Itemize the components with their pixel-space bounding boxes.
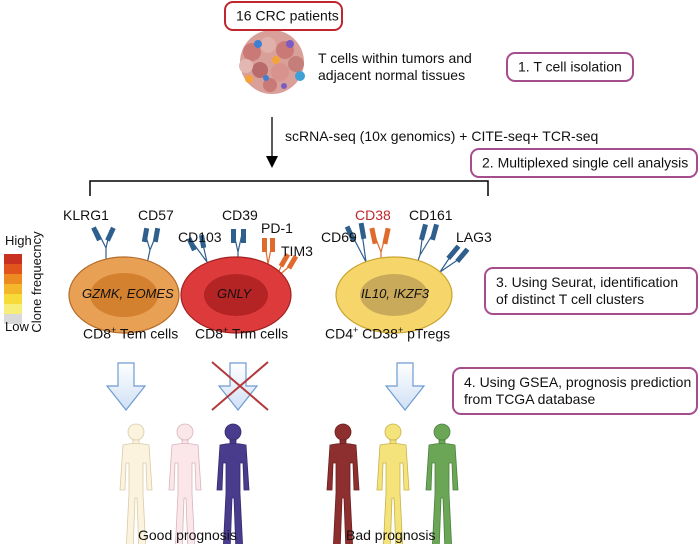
antibody-icon xyxy=(262,238,275,265)
cell-1-label-sup: + xyxy=(111,325,117,335)
cell-3-label-a: CD4 xyxy=(325,325,354,342)
cell-1-label-b: Tem cells xyxy=(116,325,179,342)
sequencing-label: scRNA-seq (10x genomics) + CITE-seq+ TCR… xyxy=(285,128,599,144)
step-3-label: 3. Using Seurat, identification of disti… xyxy=(496,274,679,307)
marker-cd39: CD39 xyxy=(222,207,258,223)
branch-bracket xyxy=(89,180,489,196)
bad-prognosis-label: Bad prognosis xyxy=(346,527,436,543)
antibody-icon xyxy=(186,234,208,263)
clone-frequency-legend xyxy=(4,254,22,324)
marker-cd38: CD38 xyxy=(355,207,391,223)
legend-color-swatch xyxy=(4,264,22,274)
patient-figure xyxy=(119,423,153,544)
legend-color-swatch xyxy=(4,274,22,284)
step-1-label: 1. T cell isolation xyxy=(518,58,622,75)
marker-klrg1: KLRG1 xyxy=(63,207,109,223)
cell-cd8-tem xyxy=(68,226,180,334)
cell-1-label-a: CD8 xyxy=(83,325,112,342)
legend-color-swatch xyxy=(4,314,22,324)
antibody-icon xyxy=(415,223,439,267)
cross-icon xyxy=(211,361,269,411)
step-2-box: 2. Multiplexed single cell analysis xyxy=(470,148,698,178)
legend-axis-label: Clone frequecncy xyxy=(29,231,44,333)
tumor-tissue-icon xyxy=(239,30,305,94)
antibody-icon xyxy=(439,244,470,273)
patients-box: 16 CRC patients xyxy=(224,1,343,31)
tissue-text-line2: adjacent normal tissues xyxy=(318,67,466,83)
legend-color-swatch xyxy=(4,304,22,314)
tissue-text-line1: T cells within tumors and xyxy=(318,50,472,66)
antibody-icon xyxy=(344,222,367,263)
marker-lag3: LAG3 xyxy=(456,229,492,245)
cell-cd8-trm xyxy=(180,229,299,334)
patient-figure xyxy=(326,423,360,544)
marker-pd1: PD-1 xyxy=(261,220,293,236)
cell-cd4-ptreg xyxy=(335,222,470,334)
cell-1-label: CD8+ Tem cells xyxy=(83,325,178,342)
legend-color-swatch xyxy=(4,284,22,294)
patient-figure xyxy=(216,423,250,544)
patient-figure xyxy=(168,423,202,544)
cell-2-label-sup: + xyxy=(223,325,229,335)
good-prognosis-label: Good prognosis xyxy=(138,527,237,543)
cell-3-label-b: CD38 xyxy=(358,325,398,342)
cell-2-label-a: CD8 xyxy=(195,325,224,342)
marker-cd57: CD57 xyxy=(138,207,174,223)
legend-high-label: High xyxy=(5,233,32,248)
step-1-box: 1. T cell isolation xyxy=(506,52,634,82)
legend-color-swatch xyxy=(4,254,22,264)
marker-cd69: CD69 xyxy=(321,229,357,245)
cell-3-label-sup2: + xyxy=(397,325,404,335)
patients-label: 16 CRC patients xyxy=(236,7,339,24)
step-4-label: 4. Using GSEA, prognosis prediction from… xyxy=(464,374,692,407)
antibody-icon xyxy=(91,226,116,262)
cell-2-label: CD8+ Trm cells xyxy=(195,325,288,342)
marker-cd161: CD161 xyxy=(409,207,453,223)
cell-3-genes: IL10, IKZF3 xyxy=(361,286,429,301)
marker-tim3: TIM3 xyxy=(281,243,313,259)
down-arrow-bad xyxy=(384,362,426,411)
cell-3-label-sup: + xyxy=(353,325,359,335)
legend-low-label: Low xyxy=(5,319,29,334)
cell-1-genes: GZMK, EOMES xyxy=(82,286,174,301)
patient-figure xyxy=(376,423,410,544)
legend-color-swatch xyxy=(4,294,22,304)
cell-2-genes: GNLY xyxy=(217,286,252,301)
down-arrow-good xyxy=(105,362,147,411)
step-4-box: 4. Using GSEA, prognosis prediction from… xyxy=(452,367,698,415)
antibody-icon xyxy=(141,227,161,265)
cell-3-label-c: pTregs xyxy=(403,325,451,342)
cell-3-label: CD4+ CD38+ pTregs xyxy=(325,325,450,342)
patient-figure xyxy=(425,423,459,544)
step-3-box: 3. Using Seurat, identification of disti… xyxy=(484,267,698,315)
marker-cd103: CD103 xyxy=(178,229,222,245)
cell-2-label-b: Trm cells xyxy=(228,325,289,342)
step-2-label: 2. Multiplexed single cell analysis xyxy=(482,154,689,171)
